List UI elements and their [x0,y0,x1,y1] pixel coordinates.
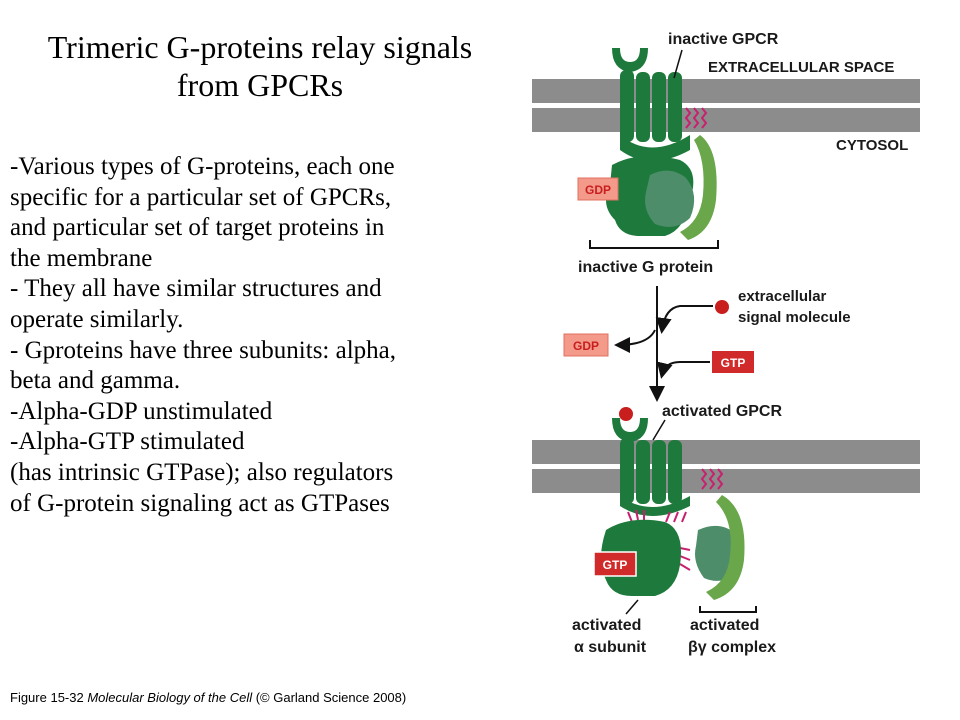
body-line: the membrane [10,244,153,272]
body-line: - They all have similar structures and [10,275,382,303]
activated-gpcr-leader [652,419,666,441]
slide-title: Trimeric G-proteins relay signals from G… [0,28,520,104]
body-line: (has intrinsic GTPase); also regulators [10,458,394,486]
body-text: -Various types of G-proteins, each one s… [10,152,510,519]
inactive-gpcr-label: inactive GPCR [668,31,779,48]
gdp-badge-top: GDP [577,177,619,201]
body-line: -Various types of G-proteins, each one [10,153,395,180]
body-line: specific for a particular set of GPCRs, [10,183,392,211]
body-line: -Alpha-GTP stimulated [10,428,245,456]
cytosol-label: CYTOSOL [836,137,908,154]
gtp-badge-bound: GTP [593,551,637,577]
caption-figure-number: Figure 15-32 [10,690,84,705]
figure-caption: Figure 15-32 Molecular Biology of the Ce… [10,690,406,705]
activation-marks [627,509,691,571]
activated-bg-label-1: activated [690,617,759,634]
activated-bg-label-2: βγ complex [688,639,776,656]
body-line: - Gproteins have three subunits: alpha, [10,336,397,364]
title-line-2: from GPCRs [176,67,344,103]
activated-alpha-label-1: activated [572,617,641,634]
inactive-g-protein-label: inactive G protein [578,259,713,276]
title-line-1: Trimeric G-proteins relay signals [47,29,473,65]
gtp-in-text: GTP [721,356,746,370]
body-line: beta and gamma. [10,367,181,395]
activated-bg-complex-shape [695,495,745,600]
signal-molecule-icon [715,300,729,314]
body-line: operate similarly. [10,305,184,333]
inactive-gpcr-leader [673,49,683,79]
signal-label-2: signal molecule [738,309,851,326]
activated-alpha-label-2: α subunit [574,639,647,656]
inactive-g-protein-shape [606,135,717,240]
top-membrane [532,79,920,132]
transition-arrows [614,286,713,402]
caption-copyright: (© Garland Science 2008) [255,690,407,705]
bound-signal-molecule-icon [619,407,633,421]
activated-gpcr-label: activated GPCR [662,403,782,420]
inactive-gpcr-shape [612,48,690,161]
signal-label-1: extracellular [738,288,827,305]
gtp-bound-text: GTP [603,558,628,572]
activated-alpha-subunit-shape [601,519,681,596]
caption-book-title: Molecular Biology of the Cell [87,690,253,705]
gdp-top-text: GDP [585,183,611,197]
inactive-g-protein-bracket [589,240,719,249]
lipid-anchor-bottom [700,468,724,490]
activated-gpcr-shape [612,418,690,516]
body-line: -Alpha-GDP unstimulated [10,397,273,425]
alpha-leader [625,599,639,615]
extracellular-space-label: EXTRACELLULAR SPACE [708,59,894,76]
gdp-badge-released: GDP [563,333,609,357]
gtp-badge-in: GTP [712,351,754,373]
body-line: of G-protein signaling act as GTPases [10,489,390,517]
gdp-released-text: GDP [573,339,599,353]
bg-complex-bracket [699,606,757,613]
body-line: and particular set of target proteins in [10,214,385,242]
bottom-membrane [532,440,920,493]
lipid-anchor-top [684,107,708,129]
